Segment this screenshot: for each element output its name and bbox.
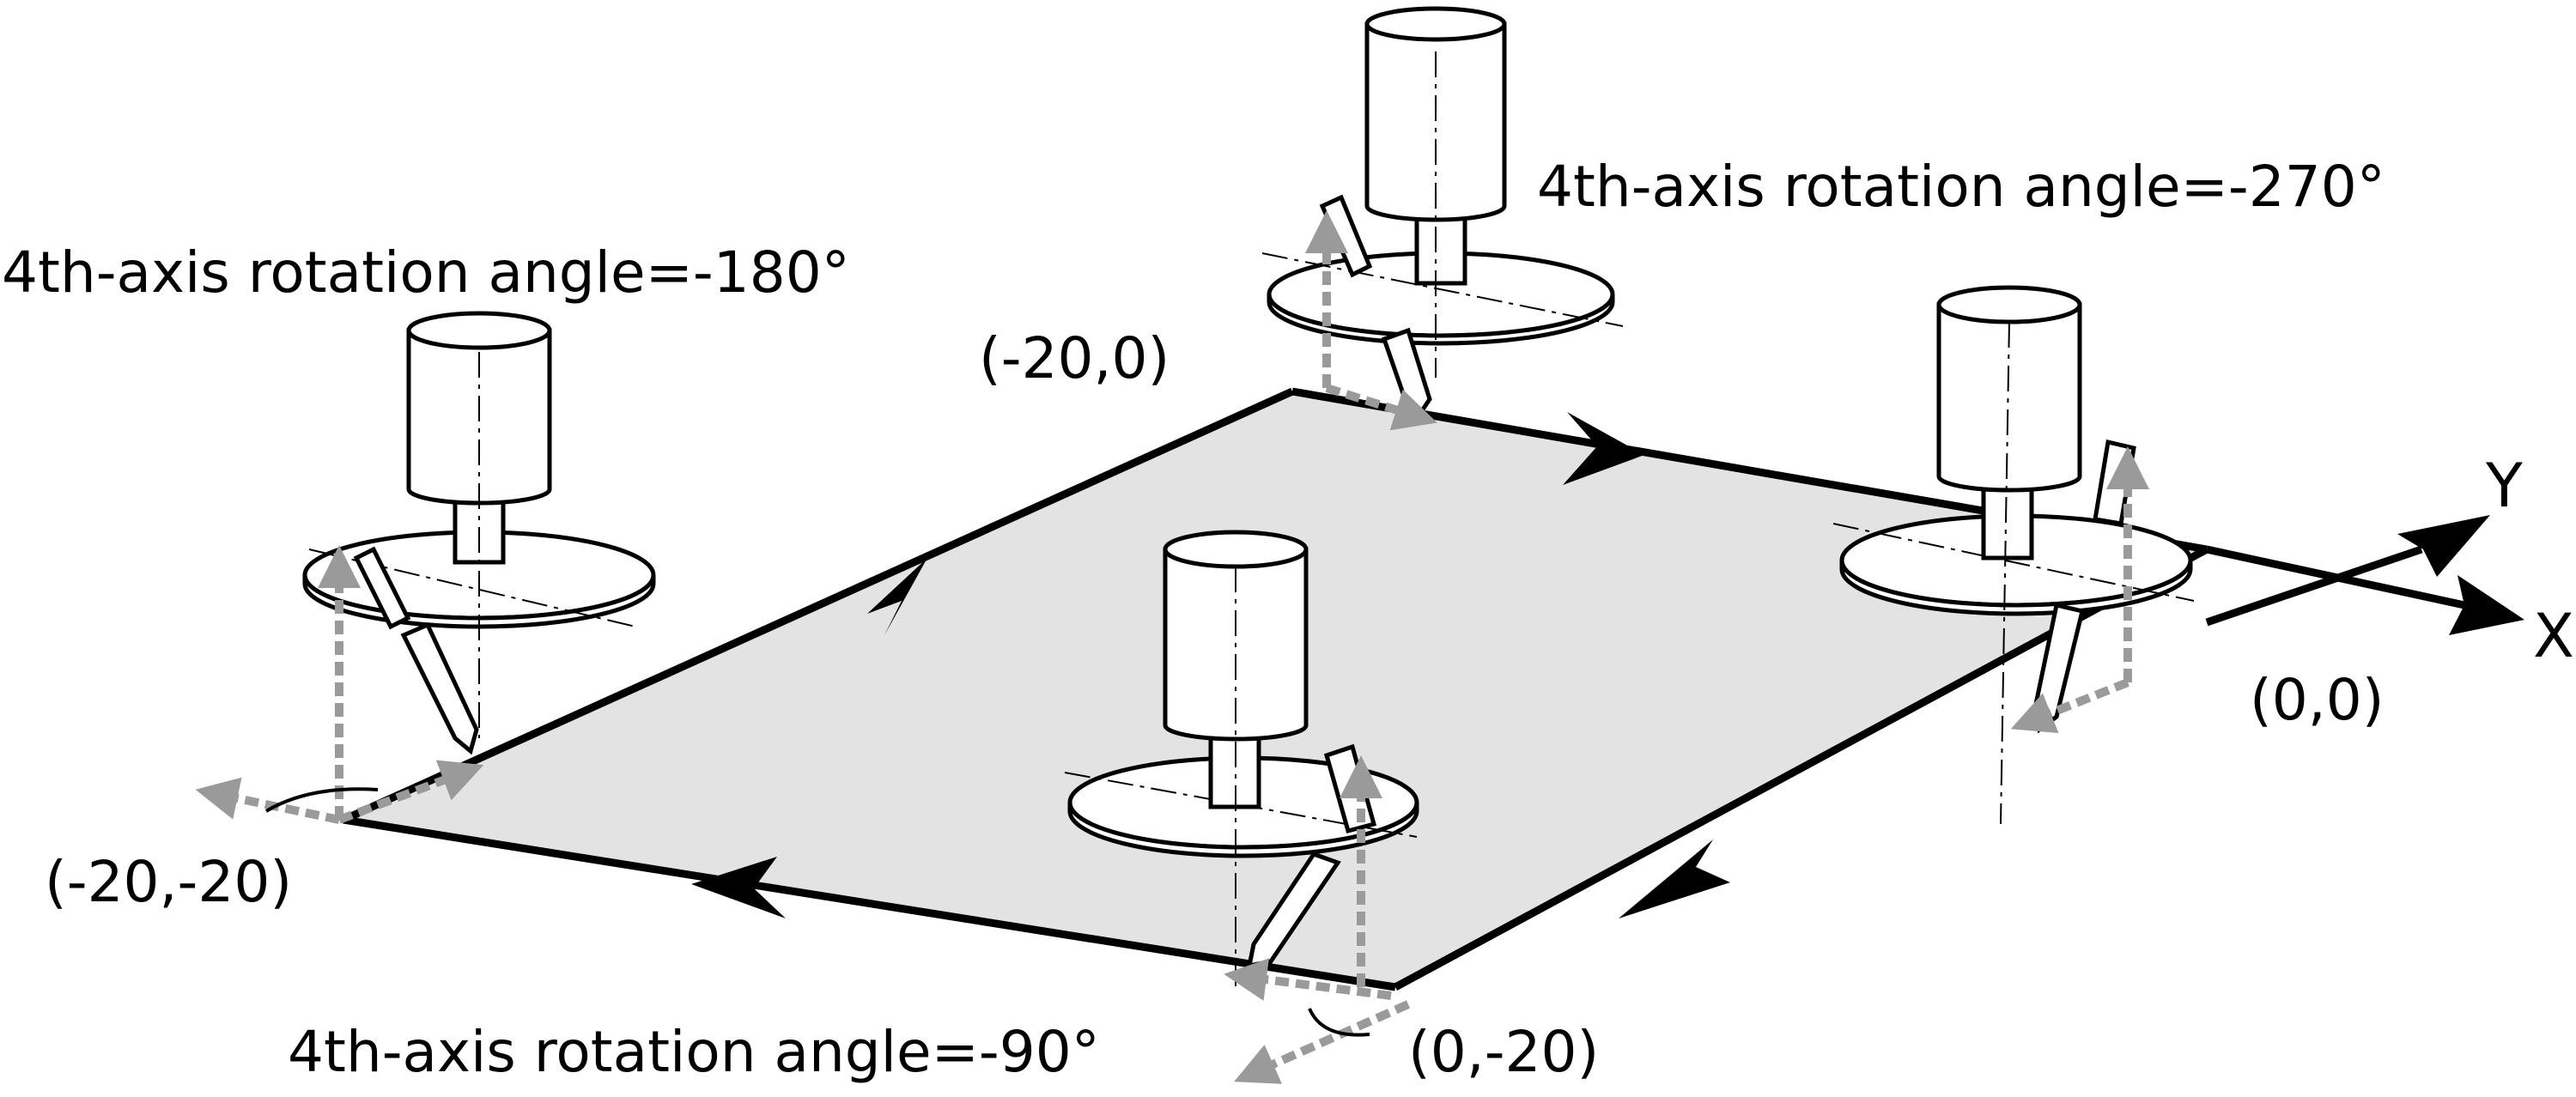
axis-x-label: X — [2533, 601, 2574, 671]
spindle-shaft — [1414, 212, 1467, 286]
angle-label-left: 4th-axis rotation angle=-180° — [2, 239, 850, 306]
tool-icon — [400, 621, 479, 755]
gray-arrows-right — [2010, 446, 2149, 733]
rotation-arc-left — [264, 787, 379, 813]
y-axis-line — [2205, 545, 2423, 627]
tool-station-right — [1832, 285, 2195, 825]
coord-label-top: (-20,0) — [979, 325, 1170, 391]
gray-arrows-top — [1305, 210, 1437, 431]
coord-label-right: (0,0) — [2250, 667, 2384, 733]
coord-label-left: (-20,-20) — [45, 849, 292, 915]
coordinate-axes: X Y — [2205, 451, 2574, 671]
tool-station-left — [302, 311, 656, 755]
angle-label-top: 4th-axis rotation angle=-270° — [1537, 154, 2385, 220]
spindle-icon — [1364, 21, 1507, 222]
path-arrow-bottom — [691, 857, 786, 918]
spindle-icon — [1936, 302, 2082, 493]
angle-label-bottom: 4th-axis rotation angle=-90° — [288, 1019, 1100, 1085]
tool-station-bottom — [1064, 530, 1419, 987]
path-direction-arrows — [691, 412, 1730, 918]
rotation-arc-bottom — [1308, 1008, 1370, 1037]
axis-y-label: Y — [2485, 451, 2523, 521]
gray-arrows-bottom — [1224, 755, 1411, 1084]
y-axis-arrowhead — [2397, 515, 2490, 577]
spindle-shaft — [1981, 478, 2034, 561]
path-arrow-top — [1563, 412, 1644, 485]
path-arrow-right — [1619, 839, 1730, 918]
x-axis-arrowhead — [2449, 575, 2524, 635]
path-arrow-left — [867, 558, 927, 635]
coord-label-bottom: (0,-20) — [1408, 1019, 1599, 1085]
